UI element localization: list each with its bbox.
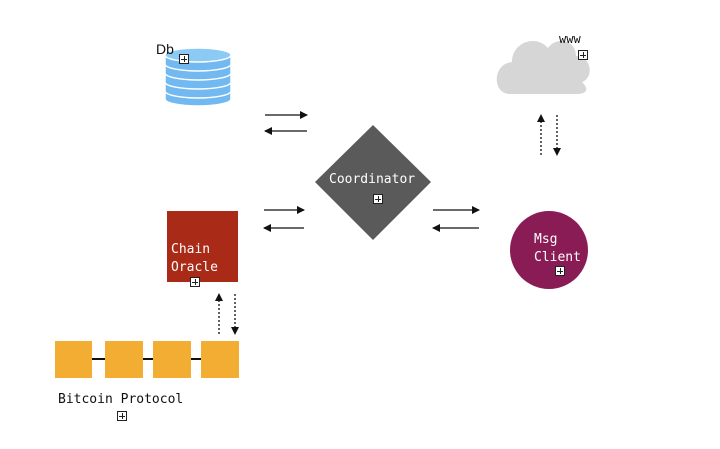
bitcoin-chain[interactable] [55, 341, 239, 378]
database-icon[interactable] [164, 47, 232, 107]
cloud-icon[interactable] [496, 40, 590, 94]
block-2 [105, 341, 143, 378]
coordinator-label: Coordinator [329, 172, 416, 187]
chain-oracle-label-line2: Oracle [171, 260, 218, 275]
db-expand-icon[interactable] [179, 54, 189, 64]
chain-oracle-label-line1: Chain [171, 242, 211, 257]
chain-oracle-expand-icon[interactable] [190, 277, 200, 287]
block-3 [153, 341, 191, 378]
db-label: Db [156, 41, 174, 57]
msg-client-label-line1: Msg [534, 232, 558, 247]
www-expand-icon[interactable] [578, 50, 588, 60]
block-1 [55, 341, 92, 378]
coordinator-diamond[interactable] [315, 125, 431, 240]
www-label: www [559, 32, 581, 46]
coordinator-expand-icon[interactable] [373, 194, 383, 204]
chain-oracle-box[interactable] [167, 211, 238, 282]
bitcoin-protocol-expand-icon[interactable] [117, 411, 127, 421]
msg-client-expand-icon[interactable] [555, 266, 565, 276]
block-4 [201, 341, 239, 378]
msg-client-label-line2: Client [534, 250, 581, 265]
msg-client-circle[interactable] [510, 211, 588, 289]
bitcoin-protocol-label: Bitcoin Protocol [58, 392, 184, 407]
